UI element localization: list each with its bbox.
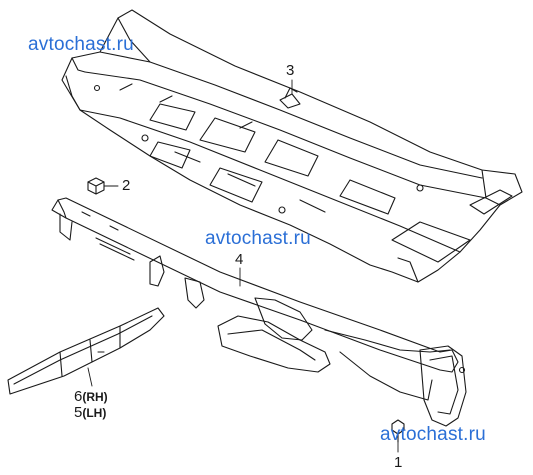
cowl-panel-part-3 bbox=[61, 9, 523, 283]
watermark-text: avtochast.ru bbox=[205, 228, 311, 249]
leader-lines bbox=[87, 79, 399, 453]
watermark-text: avtochast.ru bbox=[380, 424, 486, 445]
callout-5-number: 5 bbox=[74, 404, 83, 421]
callout-6-side: (RH) bbox=[82, 390, 108, 404]
callout-5-side: (LH) bbox=[82, 406, 107, 420]
callout-6: 6(RH) bbox=[74, 389, 108, 404]
side-bracket-part-5-6 bbox=[7, 307, 165, 395]
nut-part-2 bbox=[87, 177, 105, 195]
callout-1: 1 bbox=[394, 454, 403, 471]
bolt-part-1 bbox=[391, 419, 405, 443]
callout-3: 3 bbox=[286, 62, 295, 79]
leader-line-5-6 bbox=[87, 367, 93, 387]
callout-5: 5(LH) bbox=[74, 405, 106, 420]
callout-4: 4 bbox=[235, 251, 244, 268]
cross-member-part-4 bbox=[51, 197, 467, 427]
watermark-text: avtochast.ru bbox=[28, 34, 134, 55]
callout-6-number: 6 bbox=[74, 388, 83, 405]
callout-2: 2 bbox=[122, 177, 131, 194]
